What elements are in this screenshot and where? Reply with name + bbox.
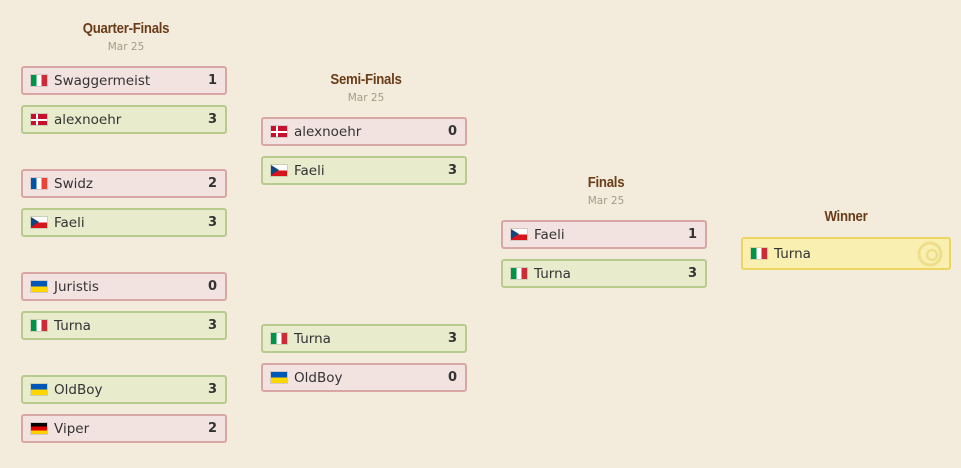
final-slot[interactable]: Faeli 1 xyxy=(501,220,707,249)
player-score: 3 xyxy=(687,266,697,281)
winner-name: Turna xyxy=(774,245,811,262)
quarterfinal-slot[interactable]: Swidz 2 xyxy=(21,169,227,198)
flag-icon xyxy=(31,178,47,189)
round-date: Mar 25 xyxy=(347,92,385,104)
player-score: 1 xyxy=(207,73,217,88)
player-name: Swidz xyxy=(54,175,94,192)
player-score: 3 xyxy=(447,163,457,178)
flag-icon xyxy=(271,165,287,176)
winner-slot[interactable]: Turna xyxy=(741,237,951,270)
flag-icon xyxy=(31,114,47,125)
flag-icon xyxy=(31,75,47,86)
player-name: OldBoy xyxy=(54,381,103,398)
player-name: alexnoehr xyxy=(54,111,122,128)
flag-icon xyxy=(31,384,47,395)
player-score: 0 xyxy=(447,370,457,385)
flag-icon xyxy=(31,281,47,292)
player-score: 0 xyxy=(207,279,217,294)
round-title: Quarter-Finals xyxy=(82,20,170,37)
player-score: 1 xyxy=(687,227,697,242)
flag-icon xyxy=(271,126,287,137)
final-slot[interactable]: Turna 3 xyxy=(501,259,707,288)
player-score: 0 xyxy=(447,124,457,139)
quarterfinal-slot[interactable]: Turna 3 xyxy=(21,311,227,340)
player-name: Viper xyxy=(54,420,90,437)
quarterfinal-slot[interactable]: Faeli 3 xyxy=(21,208,227,237)
player-score: 3 xyxy=(207,215,217,230)
quarterfinal-slot[interactable]: Swaggermeist 1 xyxy=(21,66,227,95)
semifinal-slot[interactable]: alexnoehr 0 xyxy=(261,117,467,146)
flag-icon xyxy=(31,423,47,434)
player-name: Turna xyxy=(54,317,91,334)
round-title: Semi-Finals xyxy=(330,71,402,88)
player-name: OldBoy xyxy=(294,369,343,386)
quarterfinal-slot[interactable]: OldBoy 3 xyxy=(21,375,227,404)
quarterfinal-slot[interactable]: Viper 2 xyxy=(21,414,227,443)
quarterfinal-slot[interactable]: alexnoehr 3 xyxy=(21,105,227,134)
player-score: 2 xyxy=(207,176,217,191)
round-header-quarterfinals: Quarter-Finals Mar 25 xyxy=(21,20,231,53)
semifinal-slot[interactable]: Turna 3 xyxy=(261,324,467,353)
player-name: Faeli xyxy=(294,162,325,179)
flag-icon xyxy=(751,248,767,259)
quarterfinal-slot[interactable]: Juristis 0 xyxy=(21,272,227,301)
round-header-semifinals: Semi-Finals Mar 25 xyxy=(261,71,471,104)
player-score: 3 xyxy=(207,112,217,127)
player-score: 3 xyxy=(207,318,217,333)
flag-icon xyxy=(31,320,47,331)
player-name: Turna xyxy=(294,330,331,347)
round-title: Winner xyxy=(824,208,868,225)
player-name: Turna xyxy=(534,265,571,282)
round-header-finals: Finals Mar 25 xyxy=(501,174,711,207)
round-header-winner: Winner xyxy=(741,208,951,225)
flag-icon xyxy=(271,333,287,344)
flag-icon xyxy=(271,372,287,383)
player-name: Swaggermeist xyxy=(54,72,151,89)
player-name: Faeli xyxy=(54,214,85,231)
player-score: 3 xyxy=(207,382,217,397)
player-name: alexnoehr xyxy=(294,123,362,140)
flag-icon xyxy=(511,268,527,279)
player-name: Faeli xyxy=(534,226,565,243)
flag-icon xyxy=(511,229,527,240)
semifinal-slot[interactable]: Faeli 3 xyxy=(261,156,467,185)
round-date: Mar 25 xyxy=(107,41,145,53)
player-score: 2 xyxy=(207,421,217,436)
semifinal-slot[interactable]: OldBoy 0 xyxy=(261,363,467,392)
player-name: Juristis xyxy=(54,278,99,295)
player-score: 3 xyxy=(447,331,457,346)
round-title: Finals xyxy=(587,174,625,191)
trophy-icon xyxy=(917,241,943,267)
flag-icon xyxy=(31,217,47,228)
round-date: Mar 25 xyxy=(587,195,625,207)
